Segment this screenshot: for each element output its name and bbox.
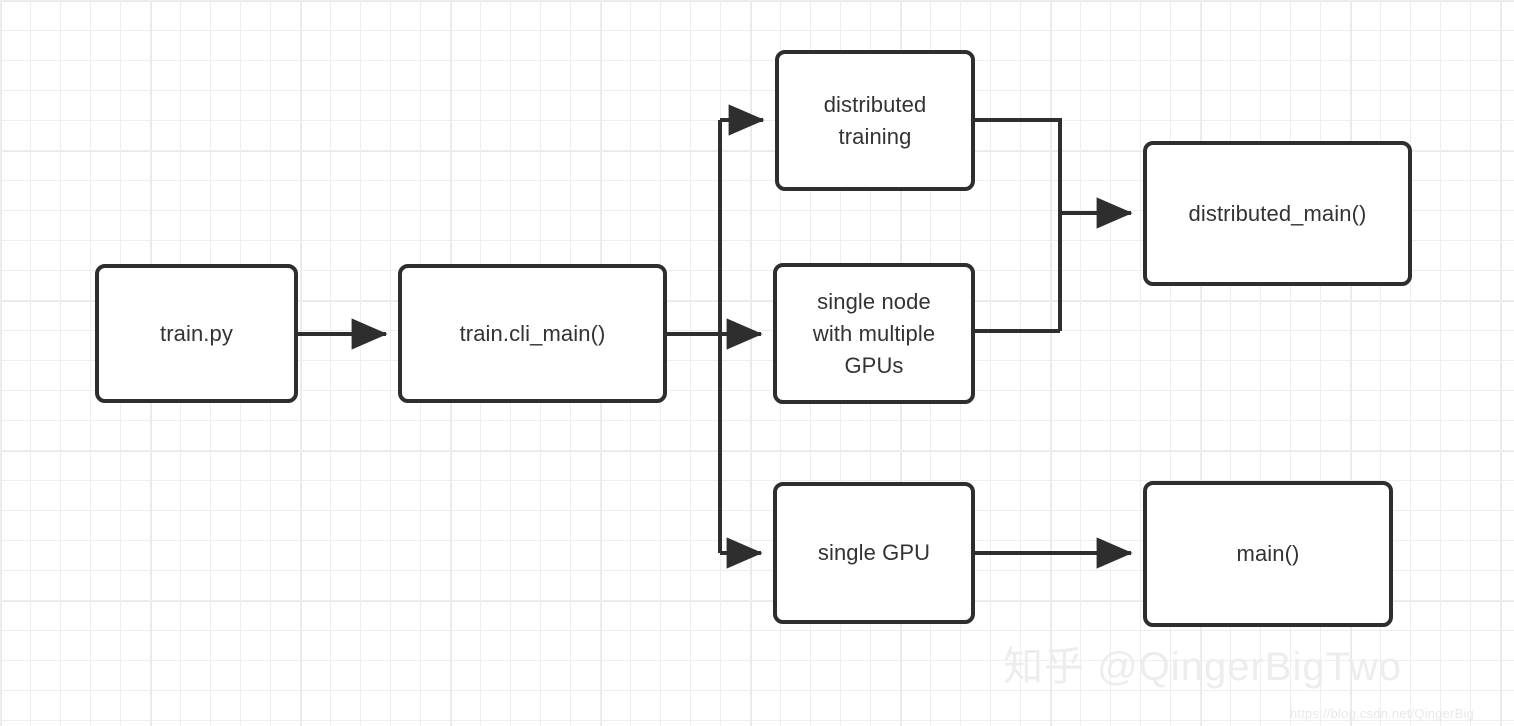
node-train-py[interactable]: train.py [95,264,298,403]
node-single-node-with-multiple-gpus[interactable]: single node with multiple GPUs [773,263,975,404]
node-main[interactable]: main() [1143,481,1393,627]
node-distributed-main[interactable]: distributed_main() [1143,141,1412,286]
watermark-url: https://blog.csdn.net/QingerBig [1290,706,1474,721]
node-single-gpu[interactable]: single GPU [773,482,975,624]
node-train-cli-main[interactable]: train.cli_main() [398,264,667,403]
node-distributed-training[interactable]: distributed training [775,50,975,191]
watermark-zhihu: 知乎 @QingerBigTwo [1003,645,1402,689]
edge-distributed-training-to-merge-rail [975,118,1062,331]
